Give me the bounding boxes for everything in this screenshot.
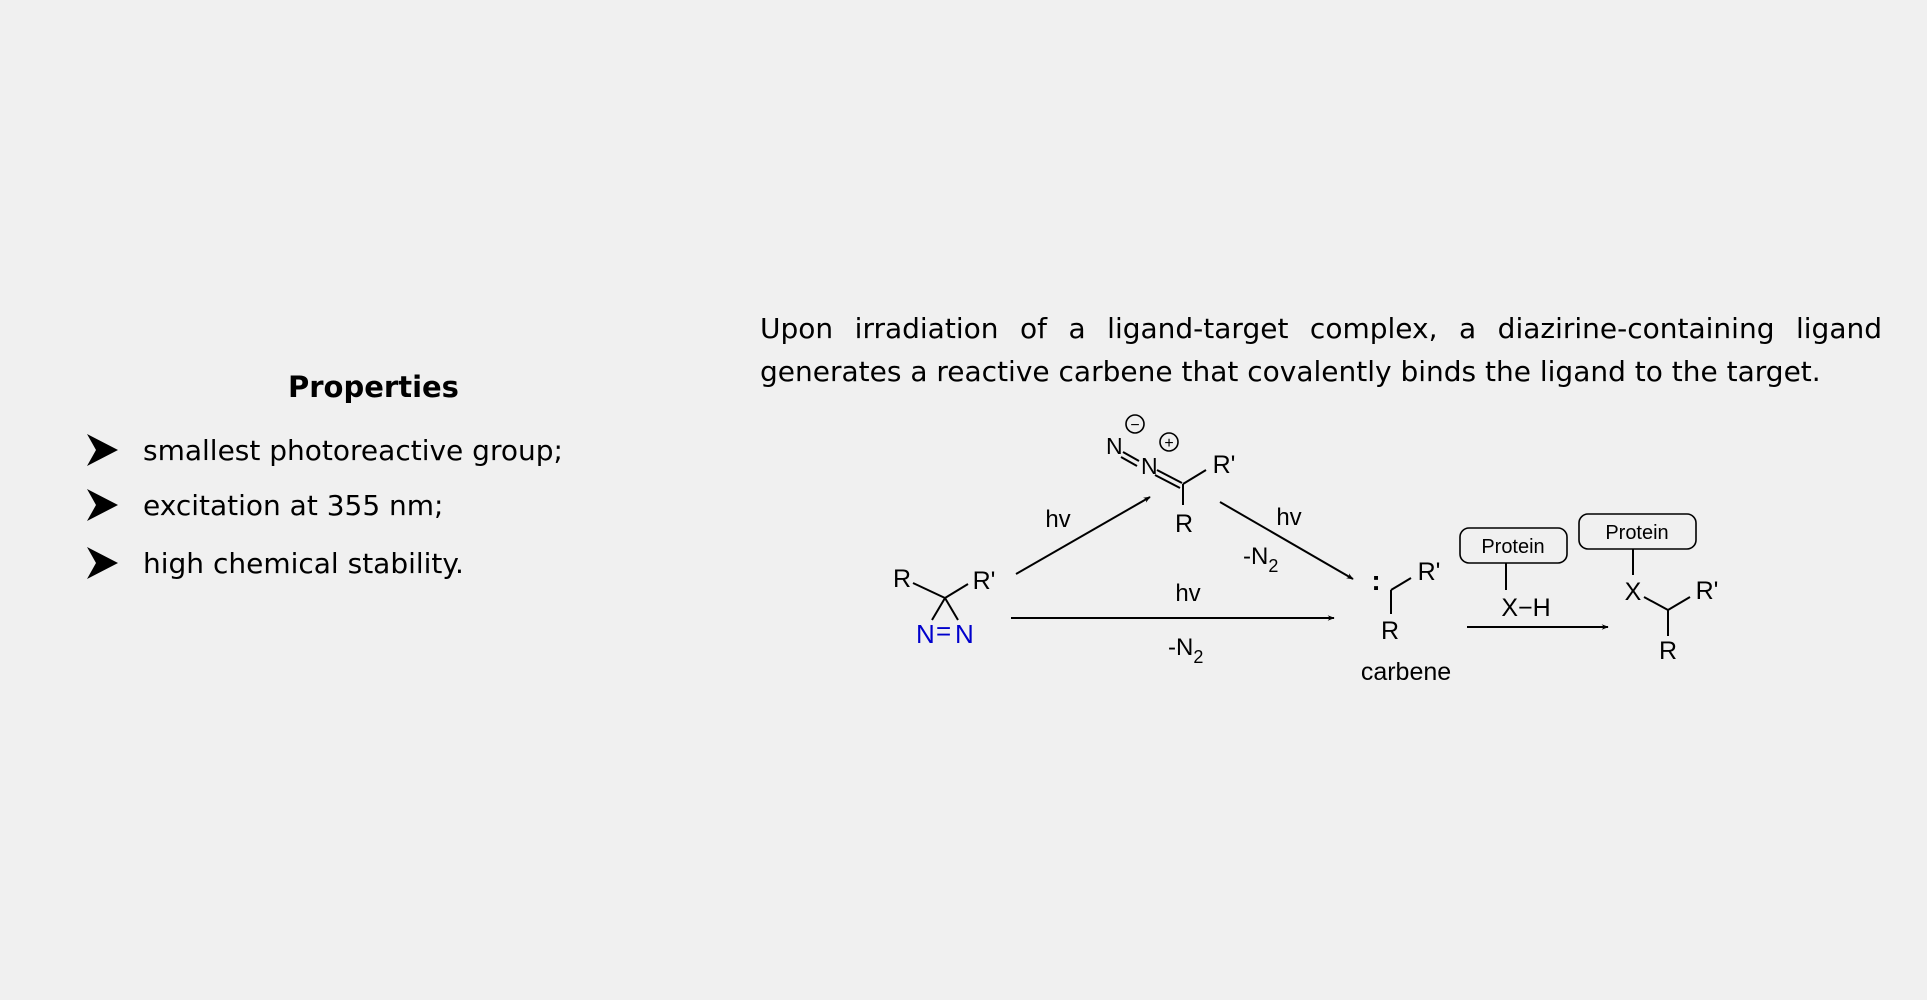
arrowhead-bullet-icon: [87, 489, 118, 521]
diazo-plus-sign: +: [1164, 435, 1173, 452]
arrow-diazirine-to-carbene: hv -N2: [1011, 580, 1335, 667]
diazirine-ring-n-right: N: [955, 619, 974, 649]
product-r-label: R: [1659, 637, 1677, 665]
property-item: smallest photoreactive group;: [86, 430, 563, 470]
product-x-label: X: [1625, 578, 1642, 606]
product-structure: Protein X R' R: [1578, 513, 1719, 665]
minus-charge-icon: [1125, 414, 1145, 434]
diazirine-structure: R R' N = N: [893, 565, 995, 649]
arrow-direct-hv-label: hv: [1175, 580, 1200, 607]
protein-box-label: Protein: [1481, 536, 1544, 558]
arrow-down-hv-label: hv: [1276, 504, 1301, 531]
property-text: high chemical stability.: [143, 546, 464, 580]
description-paragraph: Upon irradiation of a ligand-target comp…: [760, 312, 1882, 388]
carbene-r-prime-label: R': [1418, 558, 1441, 586]
protein-box: [1459, 527, 1568, 564]
x-h-label: X−H: [1501, 594, 1550, 622]
arrow-diazo-to-carbene: hv -N2: [1219, 501, 1354, 580]
carbene-caption: carbene: [1361, 658, 1451, 686]
arrow-up-hv-label: hv: [1045, 506, 1070, 533]
arrowhead-bullet-icon: [87, 434, 118, 466]
product-protein-box: [1578, 513, 1697, 550]
protein-reagent: Protein X−H: [1459, 527, 1568, 622]
property-item: excitation at 355 nm;: [86, 485, 444, 525]
diazirine-ring-double-bond: =: [936, 616, 951, 646]
product-r-prime-label: R': [1696, 577, 1719, 605]
product-protein-box-label: Protein: [1605, 522, 1668, 544]
property-item: high chemical stability.: [86, 543, 464, 583]
diazo-structure: N N − + R' R: [1106, 414, 1236, 538]
diazirine-r-label: R: [893, 565, 911, 593]
property-text: excitation at 355 nm;: [143, 488, 444, 522]
arrow-direct-n2-label: -N2: [1168, 634, 1203, 667]
carbene-lone-pair: :: [1371, 565, 1380, 596]
diazo-r-label: R: [1175, 510, 1193, 538]
carbene-r-label: R: [1381, 617, 1399, 645]
properties-title: Properties: [288, 370, 459, 404]
carbene-structure: : R' R carbene: [1361, 558, 1451, 686]
diazo-minus-sign: −: [1130, 417, 1139, 434]
diazo-terminal-n: N: [1106, 433, 1123, 459]
diazirine-r-prime-label: R': [973, 567, 996, 595]
property-text: smallest photoreactive group;: [143, 433, 563, 467]
diazirine-ring-n-left: N: [916, 619, 935, 649]
diazo-central-n: N: [1141, 453, 1158, 479]
diazo-r-prime-label: R': [1213, 451, 1236, 479]
arrow-diazirine-to-diazo: hv: [1015, 496, 1151, 575]
arrow-down-n2-label: -N2: [1243, 543, 1278, 576]
arrowhead-bullet-icon: [87, 547, 118, 579]
plus-charge-icon: [1159, 432, 1179, 452]
